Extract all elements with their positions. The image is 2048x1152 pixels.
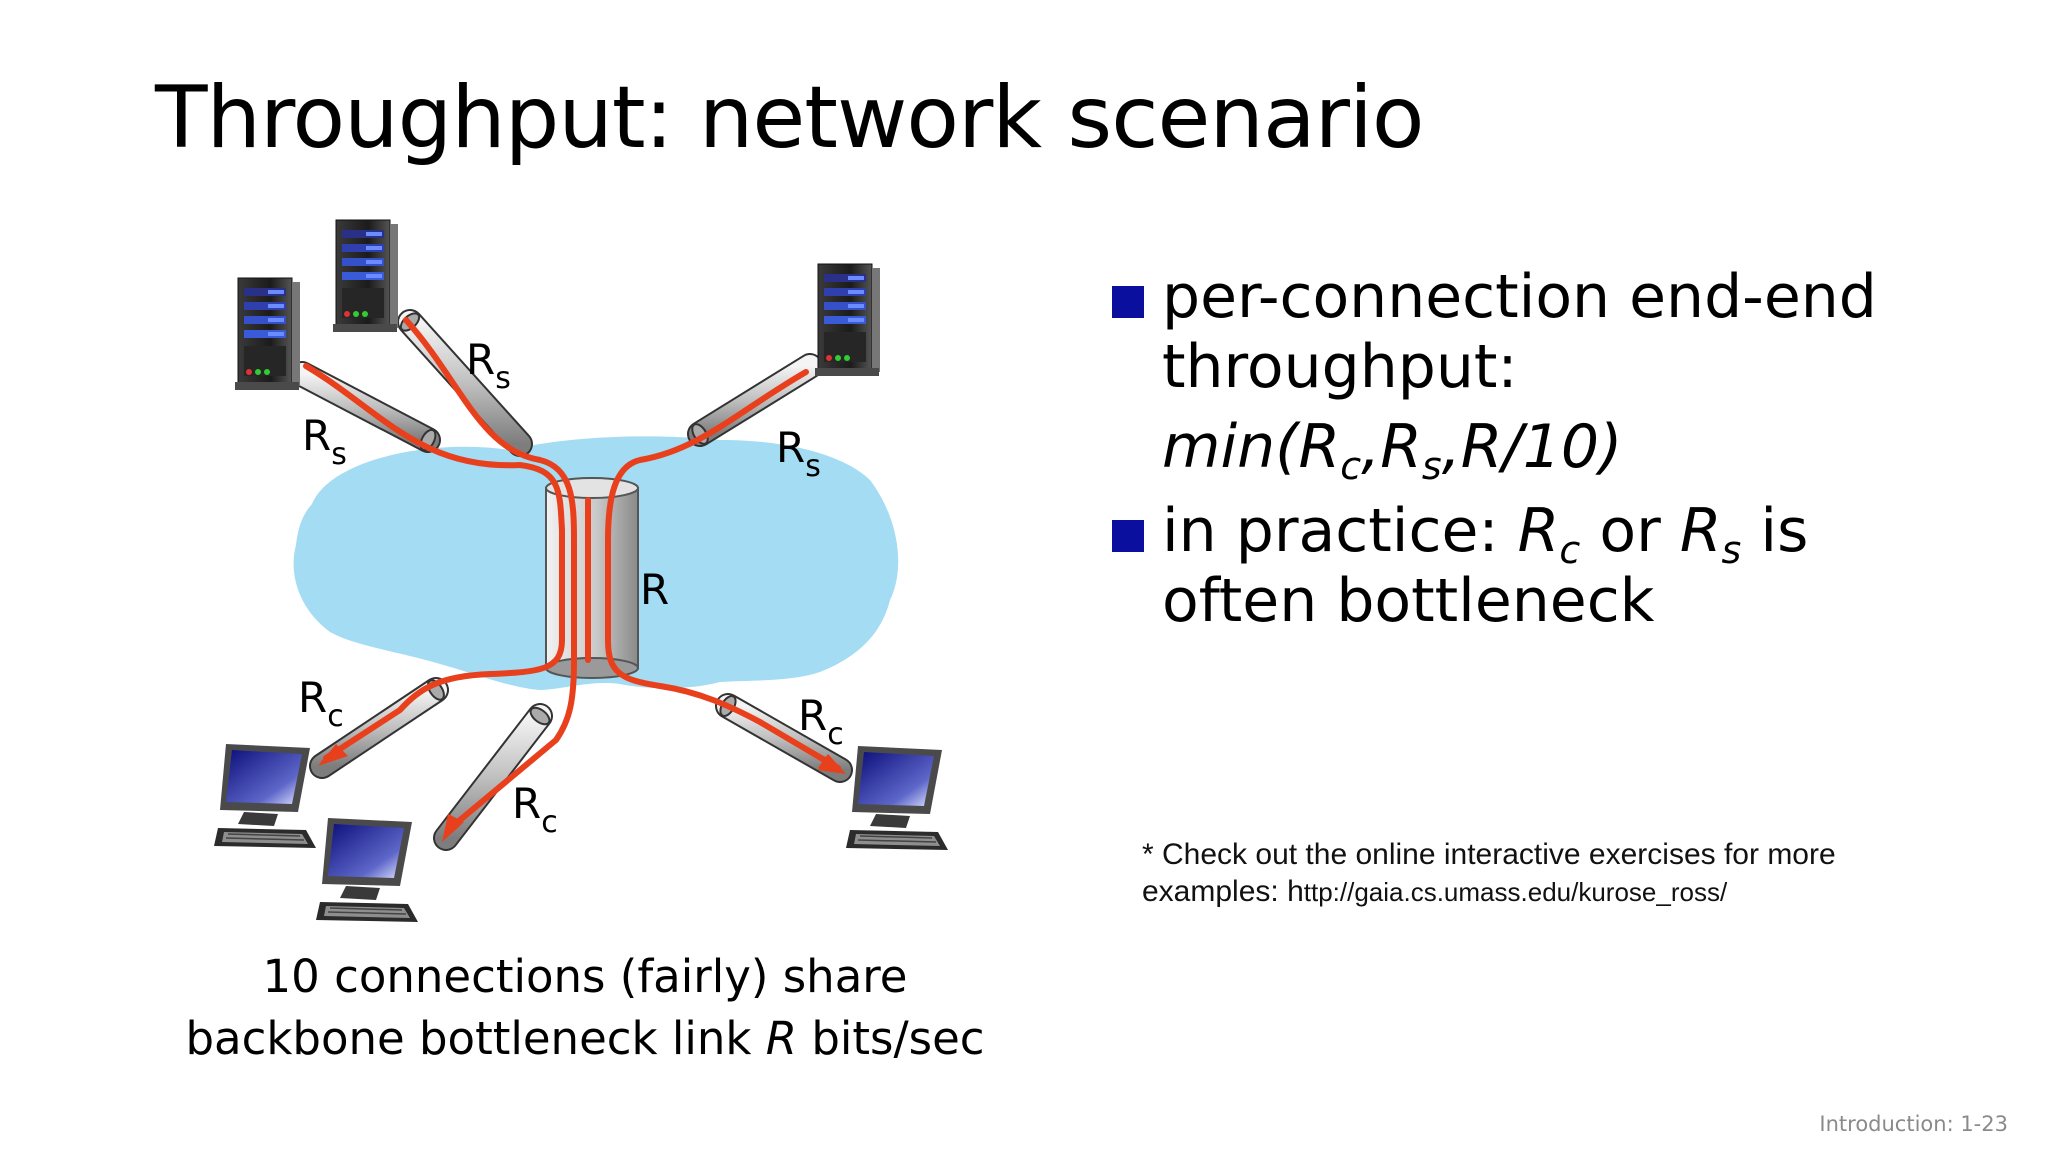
diagram-caption: 10 connections (fairly) share backbone b… — [185, 950, 985, 1065]
exercise-note: * Check out the online interactive exerc… — [1142, 838, 1836, 908]
client-pc-icon — [315, 817, 419, 923]
flow-path-1 — [303, 363, 565, 761]
client-link-2-label: Rc — [512, 779, 558, 840]
slide-title: Throughput: network scenario — [155, 68, 1425, 168]
server-icon — [332, 219, 399, 333]
throughput-formula: min(Rc,Rs,R/10) — [1162, 412, 1623, 488]
client-link-3-label: Rc — [798, 691, 844, 752]
backbone-label: R — [640, 565, 669, 614]
bullet-list: per-connection end-end throughput: min(R… — [1112, 262, 1962, 650]
server-link-1-label: Rs — [302, 411, 347, 472]
server-link-2-label: Rs — [466, 335, 511, 396]
server-icon — [814, 263, 881, 377]
client-pc-icon — [213, 743, 317, 849]
flow-path-2 — [403, 317, 577, 833]
bullet-item: per-connection end-end throughput: min(R… — [1112, 262, 1962, 488]
server-link-3-label: Rs — [776, 423, 821, 484]
flow-path-3 — [605, 369, 841, 771]
bullet-item: in practice: Rc or Rs is often bottlenec… — [1112, 496, 1962, 636]
client-pc-icon — [845, 745, 949, 851]
bullet-square-icon — [1112, 520, 1144, 552]
bullet-square-icon — [1112, 286, 1144, 318]
client-link-1-label: Rc — [298, 673, 344, 734]
server-icon — [234, 277, 301, 391]
exercise-link[interactable]: ttp://gaia.cs.umass.edu/kurose_ross/ — [1303, 877, 1728, 907]
slide-number: Introduction: 1-23 — [1819, 1112, 2008, 1136]
